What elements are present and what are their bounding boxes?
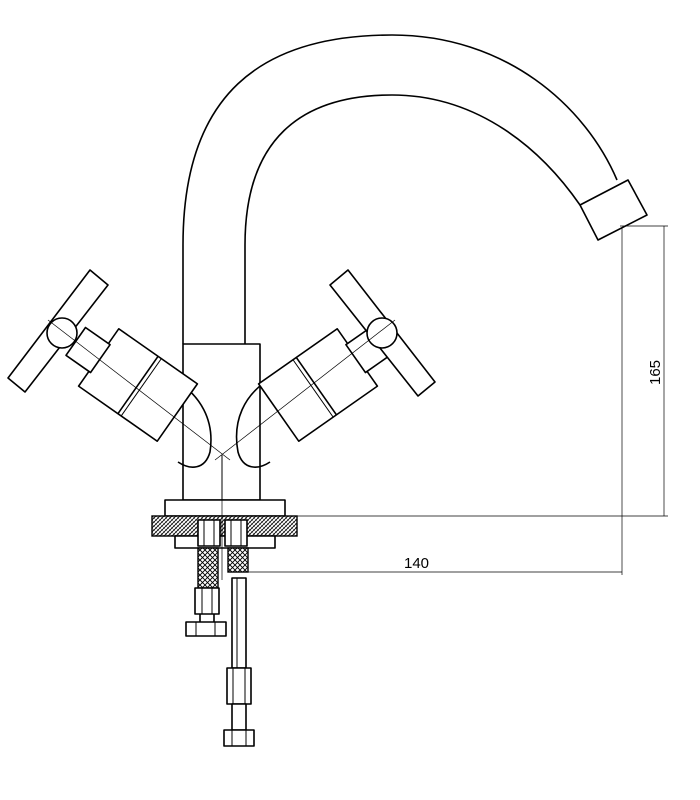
height-dimension-label: 165 <box>647 360 664 385</box>
left-handle-cap <box>46 317 78 349</box>
spout-aerator <box>579 179 648 241</box>
right-handle <box>214 269 436 461</box>
braided-hose-left <box>197 547 219 589</box>
faucet-body <box>174 343 271 501</box>
left-handle <box>7 269 231 461</box>
dimension-lines <box>240 225 668 575</box>
spout <box>182 34 648 344</box>
reach-dimension-label: 140 <box>404 555 429 572</box>
supply-hoses <box>185 547 255 747</box>
right-handle-cap <box>366 317 398 349</box>
braided-hose-right <box>227 547 249 573</box>
base-assembly <box>151 499 298 549</box>
